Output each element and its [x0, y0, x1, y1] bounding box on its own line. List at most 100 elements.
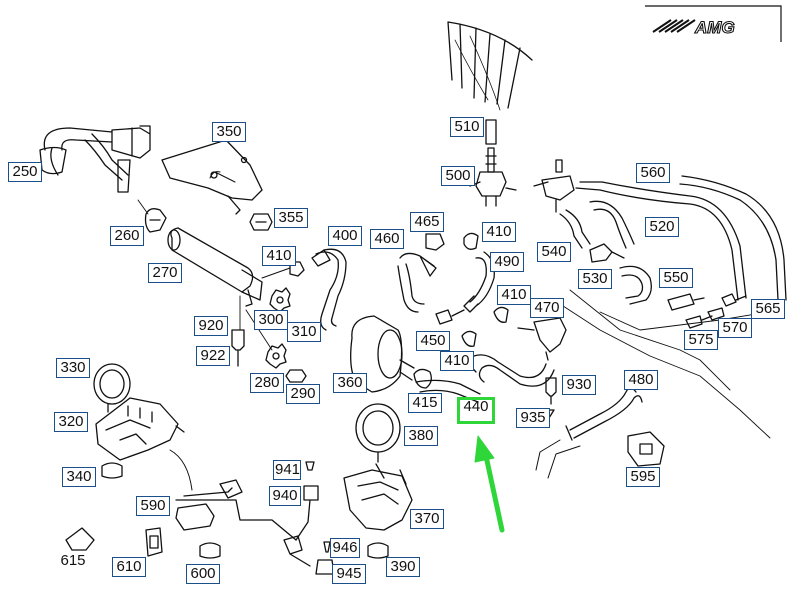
part-410-clip-a	[289, 261, 305, 277]
callout-600[interactable]: 600	[186, 564, 220, 584]
part-270-actuator	[167, 227, 291, 307]
callout-360[interactable]: 360	[333, 373, 367, 393]
callout-270[interactable]: 270	[148, 263, 182, 283]
callout-260[interactable]: 260	[110, 226, 144, 246]
callout-570[interactable]: 570	[718, 318, 752, 338]
part-530-connector	[589, 243, 625, 263]
callout-941[interactable]: 941	[273, 460, 301, 480]
callout-590[interactable]: 590	[136, 496, 170, 516]
part-320-bracket	[95, 397, 193, 491]
callout-410-c[interactable]: 410	[497, 285, 531, 305]
part-590-module	[175, 503, 215, 531]
part-450-connector	[435, 309, 465, 325]
part-480-hose	[565, 387, 643, 441]
part-410-clip-b	[463, 232, 479, 250]
callout-510[interactable]: 510	[450, 117, 484, 137]
callout-610[interactable]: 610	[112, 557, 146, 577]
callout-490[interactable]: 490	[490, 252, 524, 272]
callout-470[interactable]: 470	[530, 298, 564, 318]
callout-290[interactable]: 290	[286, 384, 320, 404]
callout-400[interactable]: 400	[328, 226, 362, 246]
callout-330[interactable]: 330	[56, 358, 90, 378]
callout-935[interactable]: 935	[516, 408, 550, 428]
part-470-connector	[517, 317, 567, 361]
part-465-clip	[425, 233, 445, 251]
part-300-washer	[269, 287, 291, 313]
callout-560[interactable]: 560	[636, 163, 670, 183]
callout-280[interactable]: 280	[250, 373, 284, 393]
part-520-hose	[589, 200, 635, 249]
callout-520[interactable]: 520	[645, 217, 679, 237]
part-575-fitting	[685, 315, 713, 329]
callout-565[interactable]: 565	[751, 299, 785, 319]
callout-410-d[interactable]: 410	[440, 351, 474, 371]
callout-465[interactable]: 465	[410, 212, 444, 232]
part-570-fitting	[707, 307, 725, 321]
callout-440[interactable]: 440	[463, 398, 489, 415]
callout-450[interactable]: 450	[416, 331, 450, 351]
callout-480[interactable]: 480	[624, 370, 658, 390]
leader-260	[137, 199, 149, 215]
callout-500[interactable]: 500	[441, 166, 475, 186]
callout-355[interactable]: 355	[274, 208, 308, 228]
callout-300[interactable]: 300	[254, 310, 288, 330]
callout-930[interactable]: 930	[562, 375, 596, 395]
part-550-hose	[619, 265, 652, 305]
part-340-grommet	[101, 462, 123, 479]
callout-530[interactable]: 530	[578, 269, 612, 289]
callout-350[interactable]: 350	[212, 122, 246, 142]
callout-310[interactable]: 310	[287, 322, 321, 342]
part-940-wiring	[175, 461, 335, 575]
part-595-relay	[627, 431, 665, 467]
callout-615[interactable]: 615	[60, 552, 86, 569]
callout-920[interactable]: 920	[194, 316, 228, 336]
callout-940[interactable]: 940	[269, 486, 301, 506]
callout-340[interactable]: 340	[62, 467, 96, 487]
callout-550[interactable]: 550	[659, 268, 693, 288]
highlight-arrow	[474, 435, 505, 533]
part-540-hose	[559, 209, 591, 249]
part-check-valve	[533, 159, 575, 213]
callout-415[interactable]: 415	[408, 393, 442, 413]
callout-922[interactable]: 922	[196, 346, 230, 366]
part-410-clip-d	[461, 330, 477, 347]
part-250-hose	[39, 125, 151, 193]
callout-380[interactable]: 380	[404, 426, 438, 446]
amg-logo-text: AMG	[694, 18, 735, 37]
callout-595[interactable]: 595	[626, 467, 660, 487]
part-400-hose	[311, 248, 347, 331]
callout-460[interactable]: 460	[370, 229, 404, 249]
part-260-clamp	[144, 208, 167, 233]
callout-945[interactable]: 945	[332, 564, 366, 584]
callout-370[interactable]: 370	[410, 509, 444, 529]
wire-lines	[535, 439, 581, 479]
part-440-hose-lower	[415, 379, 481, 403]
callout-320[interactable]: 320	[54, 412, 88, 432]
callout-540[interactable]: 540	[537, 242, 571, 262]
part-290-nut	[285, 369, 307, 383]
callout-946[interactable]: 946	[330, 538, 360, 558]
callout-410-a[interactable]: 410	[262, 246, 296, 266]
part-380-ring	[355, 403, 401, 463]
part-390-grommet	[367, 542, 389, 559]
part-615-clip	[65, 527, 95, 551]
part-440-hose	[469, 354, 555, 387]
part-fitting-b	[667, 293, 705, 311]
callout-250[interactable]: 250	[8, 162, 42, 182]
part-460-hose	[397, 252, 437, 313]
amg-logo: AMG	[643, 4, 783, 44]
part-355-nut	[249, 213, 273, 231]
engine-outline	[447, 21, 533, 111]
part-560-hose	[575, 175, 787, 301]
callout-390[interactable]: 390	[386, 557, 420, 577]
callout-575[interactable]: 575	[684, 330, 718, 350]
callout-410-b[interactable]: 410	[482, 222, 516, 242]
part-280-washer	[265, 343, 287, 369]
part-350-bracket	[161, 139, 263, 215]
frame-lines	[559, 289, 781, 439]
part-565-fitting	[721, 293, 747, 307]
highlight-box-440	[457, 397, 495, 424]
part-330-ring	[93, 363, 131, 413]
